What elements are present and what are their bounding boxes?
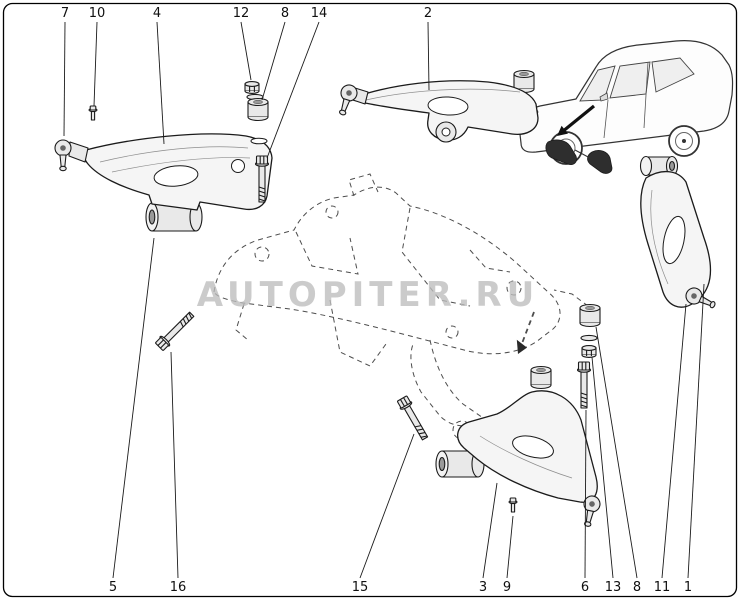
callouts: 7 10 4 12 8 14 2 5 16 15 3 9 6 13 8 11 1	[61, 6, 692, 595]
windshield	[579, 65, 616, 102]
lightening-hole	[512, 435, 554, 459]
control-arm-front-left	[54, 81, 273, 232]
rear-wheel	[668, 125, 700, 157]
leader-line	[595, 326, 638, 579]
leader-line	[584, 409, 587, 579]
callout-bottom-8: 8	[633, 580, 641, 595]
car-sketch	[518, 40, 734, 174]
callout-top-1: 7	[61, 6, 69, 21]
callout-bottom-2: 16	[170, 580, 187, 595]
lightening-hole	[427, 96, 469, 116]
leader-line	[482, 482, 498, 579]
callout-bottom-3: 15	[352, 580, 369, 595]
subframe-ghost	[213, 173, 589, 440]
control-arm-top	[333, 69, 539, 143]
suspension-sketch	[545, 139, 577, 165]
front-window	[609, 61, 651, 99]
leader-line	[156, 21, 165, 145]
mount-hole	[231, 159, 245, 173]
leader-line	[63, 21, 66, 137]
callout-bottom-7: 13	[605, 580, 622, 595]
leader-line	[661, 303, 687, 579]
washer	[580, 334, 598, 342]
top-bushing	[639, 155, 679, 177]
lightening-hole	[662, 215, 686, 265]
leader-line	[427, 21, 430, 91]
ball-joint-clevis	[68, 141, 89, 163]
leader-line	[359, 433, 415, 579]
callout-bottom-5: 9	[503, 580, 511, 595]
callout-top-5: 8	[281, 6, 289, 21]
leader-line	[93, 21, 98, 107]
assembly-arrowhead	[516, 339, 527, 354]
leader-line	[687, 283, 705, 579]
leader-line	[261, 21, 286, 101]
rear-window	[651, 57, 695, 93]
pointer-arrowhead	[557, 125, 568, 136]
long-bolt	[576, 361, 592, 409]
callout-top-2: 10	[89, 6, 106, 21]
leader-line	[170, 351, 179, 579]
top-bushing	[530, 365, 552, 390]
callout-top-7: 2	[424, 6, 432, 21]
callout-top-4: 12	[233, 6, 250, 21]
leader-line	[591, 356, 614, 579]
nut	[581, 345, 597, 358]
callout-bottom-1: 5	[109, 580, 117, 595]
control-arm-right	[639, 155, 719, 314]
callout-top-3: 4	[153, 6, 161, 21]
callout-bottom-10: 1	[684, 580, 692, 595]
lightening-hole	[153, 165, 199, 187]
callout-bottom-4: 3	[479, 580, 487, 595]
rear-bushing	[247, 97, 269, 122]
leader-line	[266, 21, 320, 159]
leader-line	[240, 21, 252, 81]
leader-line	[112, 237, 155, 579]
leader-line	[506, 515, 514, 579]
side-mirror	[599, 92, 609, 102]
watermark-text: AUTOPITER.RU	[197, 275, 539, 315]
small-bolt	[508, 497, 518, 513]
control-arm-bottom	[435, 303, 603, 529]
leader-lines	[63, 21, 705, 579]
pointer-arrow	[560, 104, 596, 134]
suspension-sketch	[587, 150, 613, 174]
callout-bottom-6: 6	[581, 580, 589, 595]
long-bolt-16	[154, 309, 197, 352]
callout-top-6: 14	[311, 6, 328, 21]
nut	[244, 81, 260, 94]
callout-bottom-9: 11	[654, 580, 671, 595]
rear-bushing	[579, 303, 601, 328]
small-bolt	[88, 105, 98, 121]
